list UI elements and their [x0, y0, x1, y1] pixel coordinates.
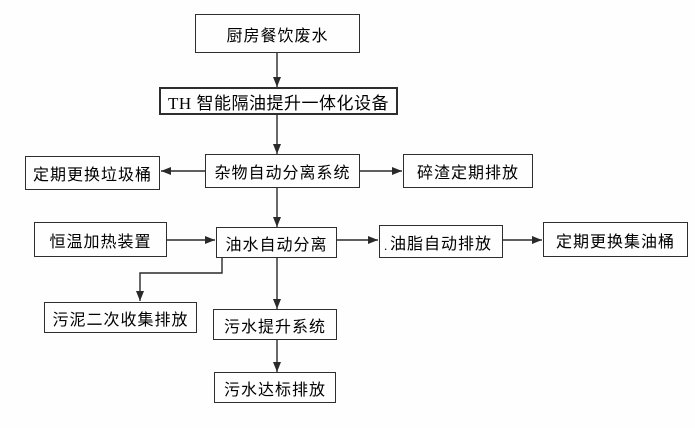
node-sewage-standard-discharge: 污水达标排放 [214, 372, 336, 403]
grease-underline-dots: ..... [384, 238, 416, 253]
node-th-integrated-unit: TH 智能隔油提升一体化设备 [159, 87, 398, 115]
node-sewage-lift-system: 污水提升系统 [213, 309, 337, 340]
node-replace-trash-bin: 定期更换垃圾桶 [25, 156, 160, 190]
node-kitchen-wastewater: 厨房餐饮废水 [195, 14, 360, 53]
node-grease-auto-discharge: 油脂自动排放 [379, 225, 503, 258]
node-replace-oil-barrel: 定期更换集油桶 [543, 222, 688, 257]
node-sludge-secondary-collection: 污泥二次收集排放 [44, 302, 197, 333]
node-debris-separation-system: 杂物自动分离系统 [205, 154, 360, 188]
arrow-oilwater-to-sludge [136, 258, 223, 301]
node-oil-water-separation: 油水自动分离 [216, 227, 337, 258]
node-thermostatic-heater: 恒温加热装置 [34, 222, 167, 257]
node-residue-periodic-discharge: 碎渣定期排放 [403, 154, 533, 188]
